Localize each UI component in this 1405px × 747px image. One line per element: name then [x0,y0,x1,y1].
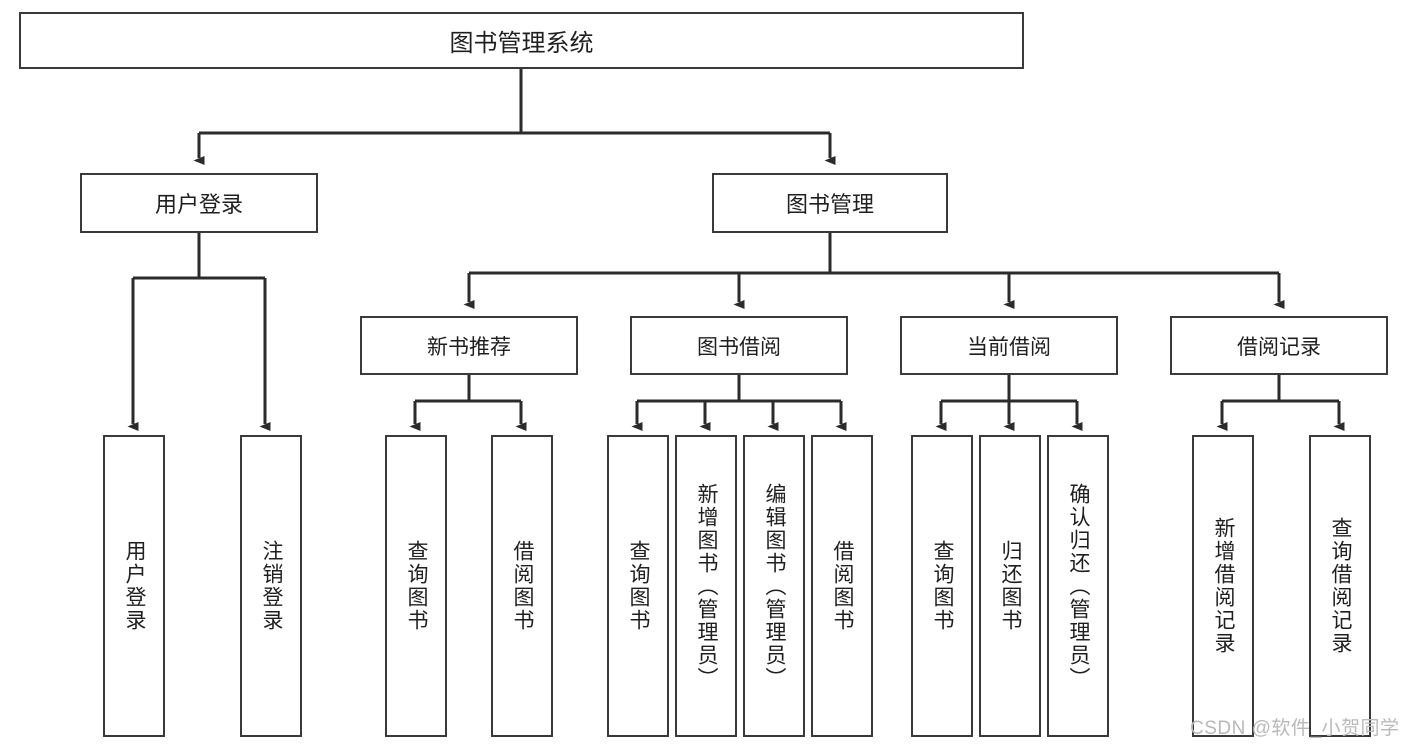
node-leaf-add-book-admin[interactable]: 新增图书（管理员） [675,435,737,737]
node-label: 查询借阅记录 [1329,517,1353,655]
node-leaf-confirm-return-admin[interactable]: 确认归还（管理员） [1047,435,1109,737]
node-label: 查询图书 [405,540,429,632]
node-user-login[interactable]: 用户登录 [80,173,318,233]
node-leaf-borrow-book-2[interactable]: 借阅图书 [811,435,873,737]
node-leaf-edit-book-admin[interactable]: 编辑图书（管理员） [743,435,805,737]
csdn-watermark: CSDN @软件_小贺同学 [1190,718,1400,739]
node-label: 借阅记录 [1237,335,1321,359]
node-leaf-add-borrow-record[interactable]: 新增借阅记录 [1192,435,1254,737]
node-book-borrow[interactable]: 图书借阅 [630,316,848,375]
node-label: 确认归还（管理员） [1067,482,1091,690]
node-leaf-query-book-2[interactable]: 查询图书 [607,435,669,737]
node-label: 借阅图书 [831,540,855,632]
node-label: 图书借阅 [697,335,781,359]
node-leaf-query-book-1[interactable]: 查询图书 [385,435,447,737]
node-label: 编辑图书（管理员） [763,482,787,690]
node-label: 查询图书 [931,540,955,632]
node-label: 借阅图书 [511,540,535,632]
node-leaf-return-book[interactable]: 归还图书 [979,435,1041,737]
node-leaf-query-book-3[interactable]: 查询图书 [911,435,973,737]
node-leaf-user-login[interactable]: 用户登录 [103,435,165,737]
node-leaf-logout-login[interactable]: 注销登录 [240,435,302,737]
node-label: 用户登录 [154,192,243,217]
node-label: 查询图书 [627,540,651,632]
node-borrow-record[interactable]: 借阅记录 [1170,316,1388,375]
node-label: 新书推荐 [427,335,511,359]
node-leaf-query-borrow-record[interactable]: 查询借阅记录 [1309,435,1371,737]
node-leaf-borrow-book-1[interactable]: 借阅图书 [491,435,553,737]
node-label: 注销登录 [260,540,284,632]
node-label: 当前借阅 [967,335,1051,359]
node-label: 图书管理系统 [449,30,594,57]
node-book-management[interactable]: 图书管理 [712,173,948,233]
node-label: 新增借阅记录 [1212,517,1236,655]
node-label: 归还图书 [999,540,1023,632]
node-label: 图书管理 [785,192,874,217]
node-label: 用户登录 [123,540,147,632]
node-book-management-system[interactable]: 图书管理系统 [19,12,1024,69]
node-label: 新增图书（管理员） [695,482,719,690]
node-new-book-recommend[interactable]: 新书推荐 [360,316,578,375]
node-current-borrow[interactable]: 当前借阅 [900,316,1118,375]
